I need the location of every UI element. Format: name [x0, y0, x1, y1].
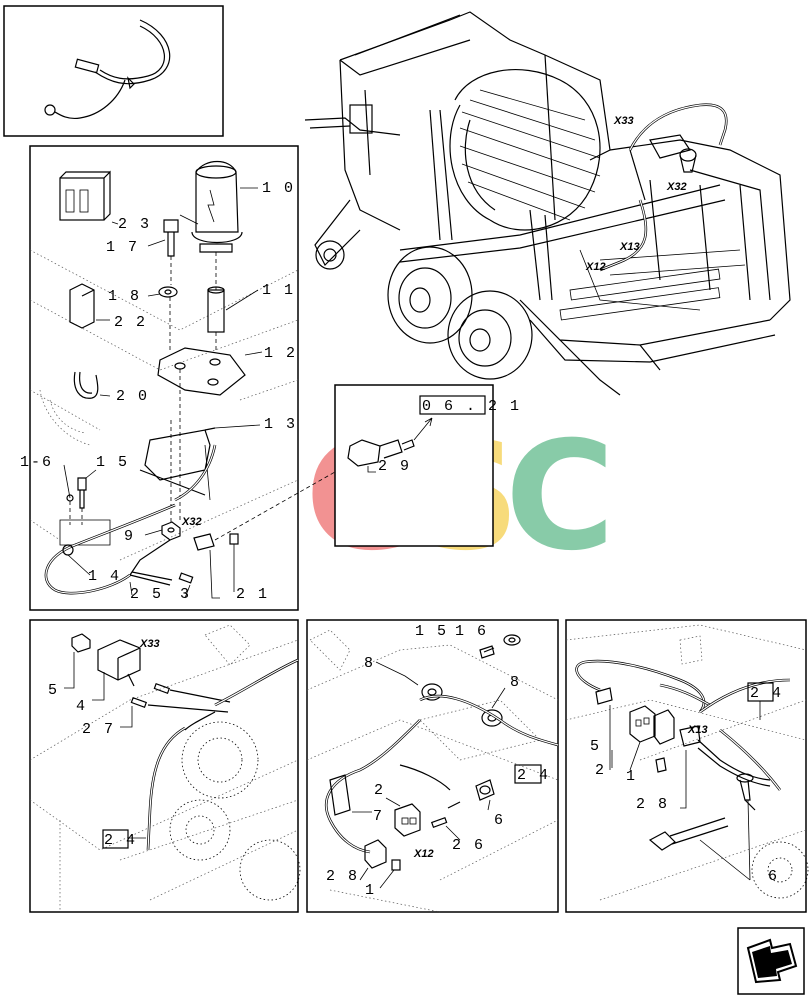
label-part-8b-x12: 8	[510, 674, 521, 691]
callout-reference-box	[334, 384, 494, 547]
label-part-20: 2 0	[116, 388, 149, 405]
label-part-27-x33: 2 7	[82, 721, 115, 738]
label-part-5-x33: 5	[48, 682, 59, 699]
label-part-13: 1 3	[264, 416, 297, 433]
panel-x12-detail	[306, 619, 559, 913]
connector-x12-panel: X12	[413, 848, 434, 860]
watermark-letter-4: C	[505, 410, 615, 584]
panel-x13-detail	[565, 619, 809, 913]
label-part-24-x13: 2 4	[750, 685, 783, 702]
label-part-21: 2 1	[236, 586, 269, 603]
label-part-28-x13: 2 8	[636, 796, 669, 813]
label-part-22: 2 2	[114, 314, 147, 331]
label-part-28-x12: 2 8	[326, 868, 359, 885]
label-part-26-x12: 2 6	[452, 837, 485, 854]
reference-label-0621: 0 6 . 2 1	[422, 398, 521, 415]
label-part-1-x13: 1	[626, 768, 637, 785]
label-part-16-x12: 1 6	[455, 623, 488, 640]
label-part-2-x12: 2	[374, 782, 385, 799]
baler-machine-overview	[304, 11, 791, 396]
label-part-14: 1 4	[88, 568, 121, 585]
label-part-7-x12: 7	[373, 808, 384, 825]
connector-x33-panel: X33	[139, 638, 160, 650]
label-part-3: 3	[180, 586, 191, 603]
label-part-25: 2 5	[130, 586, 163, 603]
label-part-6-x13: 6	[768, 868, 779, 885]
label-part-17: 1 7	[106, 239, 139, 256]
label-part-18: 1 8	[108, 288, 141, 305]
label-part-24-x33: 2 4	[104, 832, 137, 849]
label-part-6-x12: 6	[494, 812, 505, 829]
label-part-15: 1 5	[96, 454, 129, 471]
connector-x13-main: X13	[619, 241, 640, 253]
inset-cable-detail	[3, 5, 224, 137]
next-page-arrow-icon[interactable]	[737, 927, 805, 995]
connector-x32-main: X32	[666, 181, 687, 193]
connector-x12-main: X12	[585, 261, 606, 273]
label-part-2-x13: 2	[595, 762, 606, 779]
label-part-4-x33: 4	[76, 698, 87, 715]
panel-x33-detail	[29, 619, 301, 913]
label-part-1-x12: 1	[365, 882, 376, 899]
label-part-15-x12: 1 5	[415, 623, 448, 640]
connector-x32-panel: X32	[181, 516, 202, 528]
label-part-16: 1-6	[20, 454, 53, 471]
connector-x33-main: X33	[613, 115, 634, 127]
label-part-23: 2 3	[118, 216, 151, 233]
label-part-11: 1 1	[262, 282, 295, 299]
label-part-8a-x12: 8	[364, 655, 375, 672]
label-part-29: 2 9	[378, 458, 411, 475]
panel-beacon-exploded	[29, 145, 366, 611]
label-part-10: 1 0	[262, 180, 295, 197]
label-part-24-x12: 2 4	[517, 767, 550, 784]
label-part-9: 9	[124, 528, 135, 545]
label-part-12: 1 2	[264, 345, 297, 362]
connector-x13-panel: X13	[687, 724, 708, 736]
label-part-5-x13: 5	[590, 738, 601, 755]
